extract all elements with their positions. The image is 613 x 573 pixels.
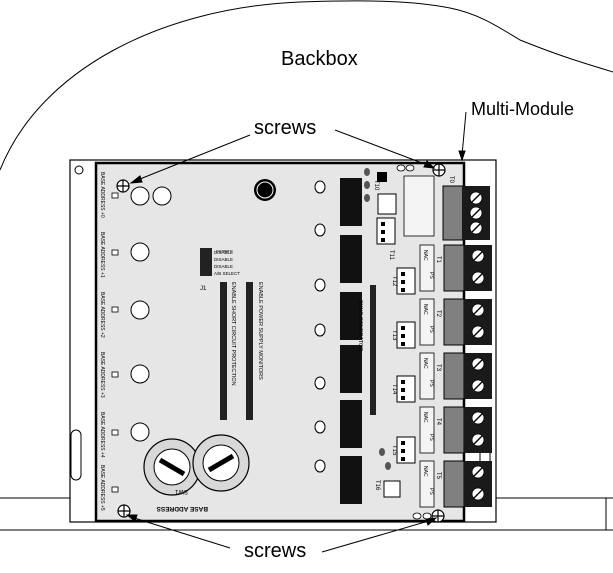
terminal-screw-slots (471, 193, 483, 499)
base-address-title: BASE ADDRESS (156, 505, 208, 512)
jumper-options: DISABLE DISABLE DISABLE A/B SELECT (214, 250, 240, 276)
base-address-label: BASE ADDRESS +3 (99, 352, 105, 398)
jumper-option: DISABLE (214, 250, 233, 255)
sync-generator-label: SYNC GENERATOR (357, 300, 363, 351)
jumper-label: J1 (200, 286, 207, 292)
battery-ring (256, 181, 274, 199)
test-point-label: T14 (391, 384, 397, 395)
terminal-block-label: T3 (435, 364, 441, 372)
enable-power-supply-monitors-label: ENABLE POWER SUPPLY MONITORS (257, 282, 263, 380)
terminal-marking: NAC (422, 412, 428, 423)
screw-icon (117, 504, 131, 518)
test-point-label: T16 (374, 480, 380, 491)
terminal-marking: NAC (422, 250, 428, 261)
jumper-option: DISABLE (214, 257, 233, 262)
test-point-label: T13 (391, 330, 397, 341)
test-point-label: T10 (373, 180, 379, 191)
jumper-option: DISABLE (216, 249, 233, 254)
terminal-marking: PS (428, 434, 434, 441)
base-address-label: BASE ADDRESS +1 (99, 232, 105, 278)
rotary-switch (192, 434, 250, 492)
base-address-label: BASE ADDRESS +2 (99, 292, 105, 338)
plate-hole (74, 165, 84, 175)
terminal-marking: PS (428, 326, 434, 333)
connector-pins (381, 222, 405, 461)
backbox-outline (0, 0, 613, 171)
screw-icon (432, 163, 446, 177)
led-column (111, 192, 119, 493)
base-address-labels: BASE ADDRESS +0 BASE ADDRESS +1 BASE ADD… (99, 172, 105, 511)
rotary-switch (143, 438, 201, 496)
connector-housings (442, 185, 465, 508)
terminal-marking: PS (428, 488, 434, 495)
board-holes (130, 186, 172, 442)
terminal-marking: NAC (422, 466, 428, 477)
screws-label-bottom: screws (244, 540, 307, 562)
test-connectors (376, 193, 416, 498)
plate-slot-left (70, 429, 82, 481)
screws-label-top: screws (254, 117, 317, 139)
power-blocks (340, 178, 362, 504)
multi-module-label: Multi-Module (471, 99, 575, 119)
terminal-block-label: T1 (435, 256, 441, 264)
callout-leaders (125, 111, 467, 553)
jumper-option: A/B SELECT (214, 271, 240, 276)
sync-generator-strip (370, 285, 376, 415)
test-point-label: T15 (391, 445, 397, 456)
terminal-label-strips (403, 175, 435, 508)
backbox-label: Backbox (281, 48, 358, 70)
enable-short-circuit-protection-label: ENABLE SHORT CIRCUIT PROTECTION (230, 282, 236, 386)
switch-label: SW1 (174, 488, 188, 494)
jumper-block (200, 248, 212, 276)
screw-icon (116, 179, 130, 193)
terminal-marking: NAC (422, 358, 428, 369)
base-address-label: BASE ADDRESS +5 (99, 465, 105, 511)
small-components (364, 168, 391, 470)
terminal-block-label: T0 (448, 176, 454, 184)
terminal-block-labels: T0 T1 T2 T3 T4 T5 (435, 176, 454, 480)
terminal-marking: PS (428, 380, 434, 387)
test-point-labels: T10 T11 T12 T13 T14 T15 T16 (373, 180, 397, 491)
terminal-marking: NAC (422, 304, 428, 315)
terminal-block-label: T5 (435, 472, 441, 480)
terminal-marking: PS (428, 272, 434, 279)
test-point-label: T11 (388, 250, 394, 261)
terminal-markings: NAC PS NAC PS NAC PS NAC PS NAC PS (422, 250, 434, 495)
base-address-label: BASE ADDRESS +4 (99, 412, 105, 458)
base-address-label: BASE ADDRESS +0 (99, 172, 105, 218)
capacitors (314, 180, 326, 473)
black-chip (377, 172, 387, 182)
terminal-block-label: T2 (435, 310, 441, 318)
terminal-block-label: T4 (435, 418, 441, 426)
header-strips (220, 282, 253, 420)
bottom-ovals (396, 164, 432, 520)
jumper-option: DISABLE (214, 264, 233, 269)
test-point-label: T12 (391, 276, 397, 287)
